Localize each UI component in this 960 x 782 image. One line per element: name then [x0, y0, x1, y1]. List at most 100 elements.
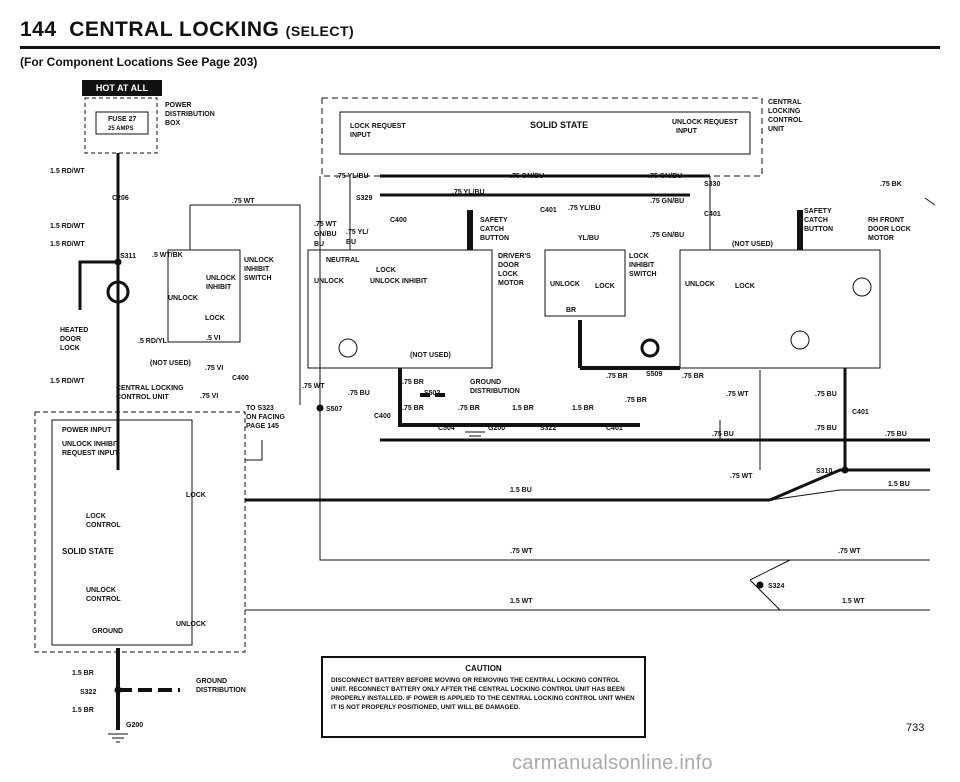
- wire-label: .5 WT/BK: [152, 252, 183, 259]
- splice-s311: S311: [120, 253, 136, 260]
- wire-label: .75 GN/BU: [650, 232, 684, 239]
- splice-s507: S507: [326, 406, 342, 413]
- wire-label: .75 BU: [885, 431, 907, 438]
- unlock-control-label: CONTROL: [86, 596, 121, 603]
- splice-s502: S502: [424, 390, 440, 397]
- safety-catch-label: CATCH: [480, 226, 504, 233]
- unlock-inhibit-small: UNLOCK INHIBIT: [370, 278, 428, 285]
- wire-label: .5 VI: [206, 335, 220, 342]
- fuse-name: FUSE 27: [108, 116, 137, 123]
- connector-c401: C401: [606, 425, 623, 432]
- driver-motor-label: LOCK: [498, 271, 518, 278]
- left-inhibit-switch-box: [167, 249, 241, 343]
- safety-catch-label: BUTTON: [480, 235, 509, 242]
- heated-lock-label: DOOR: [60, 336, 81, 343]
- wire-label: .75 YL/BU: [568, 205, 601, 212]
- wire-label: 1.5 RD/WT: [50, 241, 85, 248]
- central-label-2: LOCKING: [768, 108, 801, 115]
- lock-label: LOCK: [376, 267, 396, 274]
- unlock-control-label: UNLOCK: [86, 587, 116, 594]
- wire-label: .75 BU: [712, 431, 734, 438]
- caution-box: CAUTION DISCONNECT BATTERY BEFORE MOVING…: [321, 656, 646, 738]
- wire-label: .75 WT: [232, 198, 255, 205]
- central-label-1: CENTRAL: [768, 99, 802, 106]
- connector-c400: C400: [232, 375, 249, 382]
- to-s323-label: TO S323: [246, 405, 274, 412]
- wire-label: .75 WT: [510, 548, 533, 555]
- watermark: carmanualsonline.info: [512, 752, 713, 774]
- neutral-label: NEUTRAL: [326, 257, 360, 264]
- lock-label: LOCK: [186, 492, 206, 499]
- inhibit-inner: INHIBIT: [206, 284, 232, 291]
- safety-catch-label: SAFETY: [804, 208, 832, 215]
- inhibit-inner: UNLOCK: [206, 275, 236, 282]
- unlock-inhibit-label: UNLOCK INHIBIT: [62, 441, 120, 448]
- power-input-label: POWER INPUT: [62, 427, 112, 434]
- wire-label: .75 GN/BU: [510, 173, 544, 180]
- wire-label: .75 WT: [730, 473, 753, 480]
- safety-catch-label: CATCH: [804, 217, 828, 224]
- splice-s322: S322: [80, 689, 96, 696]
- connector-c206: C206: [112, 195, 129, 202]
- to-s323-label: ON FACING: [246, 414, 285, 421]
- left-unit-title: CONTROL UNIT: [116, 394, 169, 401]
- connector-c504: C504: [438, 425, 455, 432]
- wire-label: .75 VI: [200, 393, 218, 400]
- splice-s329: S329: [356, 195, 372, 202]
- central-unit-inner: [339, 111, 751, 155]
- wire-label: 1.5 BR: [72, 707, 94, 714]
- driver-door-motor-box: [307, 249, 493, 369]
- unlock-inhibit-label: REQUEST INPUT: [62, 450, 120, 457]
- lock-label: LOCK: [735, 283, 755, 290]
- unlock-label: UNLOCK: [685, 281, 715, 288]
- safety-catch-label: SAFETY: [480, 217, 508, 224]
- hot-at-all-times-label: HOT AT ALL TIMES: [82, 80, 162, 109]
- unlock-label: UNLOCK: [550, 281, 580, 288]
- central-label-3: CONTROL: [768, 117, 803, 124]
- lock-control-label: CONTROL: [86, 522, 121, 529]
- central-label-4: UNIT: [768, 126, 785, 133]
- box-label: BOX: [165, 120, 181, 127]
- wire-label: .75 BU: [348, 390, 370, 397]
- power-distribution-box: [84, 97, 158, 154]
- driver-motor-label: MOTOR: [498, 280, 524, 287]
- left-control-unit-inner: [51, 419, 193, 646]
- wire-label: 1.5 BR: [572, 405, 594, 412]
- unlock-inhibit-switch-label: INHIBIT: [244, 266, 270, 273]
- left-unit-title: CENTRAL LOCKING: [116, 385, 184, 392]
- wire-label: 1.5 BR: [72, 670, 94, 677]
- connector-c401: C401: [852, 409, 869, 416]
- driver-motor-label: DOOR: [498, 262, 519, 269]
- ground-g200: G200: [126, 722, 143, 729]
- splice-s310: S310: [816, 468, 832, 475]
- central-locking-unit-box: [321, 97, 763, 177]
- rh-front-label: DOOR LOCK: [868, 226, 911, 233]
- unlock-inhibit-switch-label: UNLOCK: [244, 257, 274, 264]
- safety-catch-label: BUTTON: [804, 226, 833, 233]
- heated-lock-label: LOCK: [60, 345, 80, 352]
- wire-label: .75 BU: [815, 425, 837, 432]
- unlock-request-label: UNLOCK REQUEST: [672, 119, 738, 126]
- connector-c400: C400: [374, 413, 391, 420]
- lock-control-label: LOCK: [86, 513, 106, 520]
- lock-label: LOCK: [205, 315, 225, 322]
- right-inhibit-switch-box: [544, 249, 626, 317]
- rh-front-label: MOTOR: [868, 235, 894, 242]
- wire-label: .75 YL/BU: [452, 189, 485, 196]
- wire-label: 1.5 WT: [510, 598, 533, 605]
- connector-c400: C400: [390, 217, 407, 224]
- ground-distribution-label: GROUND: [470, 379, 501, 386]
- wire-label: .75 BR: [402, 405, 424, 412]
- wire-label: .75 BK: [880, 181, 902, 188]
- wire-label: 1.5 RD/WT: [50, 378, 85, 385]
- wire-label: YL/BU: [578, 235, 599, 242]
- wire-label: 1.5 RD/WT: [50, 223, 85, 230]
- unlock-request-input: INPUT: [676, 128, 698, 135]
- title-rule: [20, 46, 940, 49]
- fuse-27: [95, 111, 149, 135]
- wire-label: .75 BU: [815, 391, 837, 398]
- to-s323-label: PAGE 145: [246, 423, 279, 430]
- wire-label: 1.5 BR: [512, 405, 534, 412]
- splice-s330: S330: [704, 181, 720, 188]
